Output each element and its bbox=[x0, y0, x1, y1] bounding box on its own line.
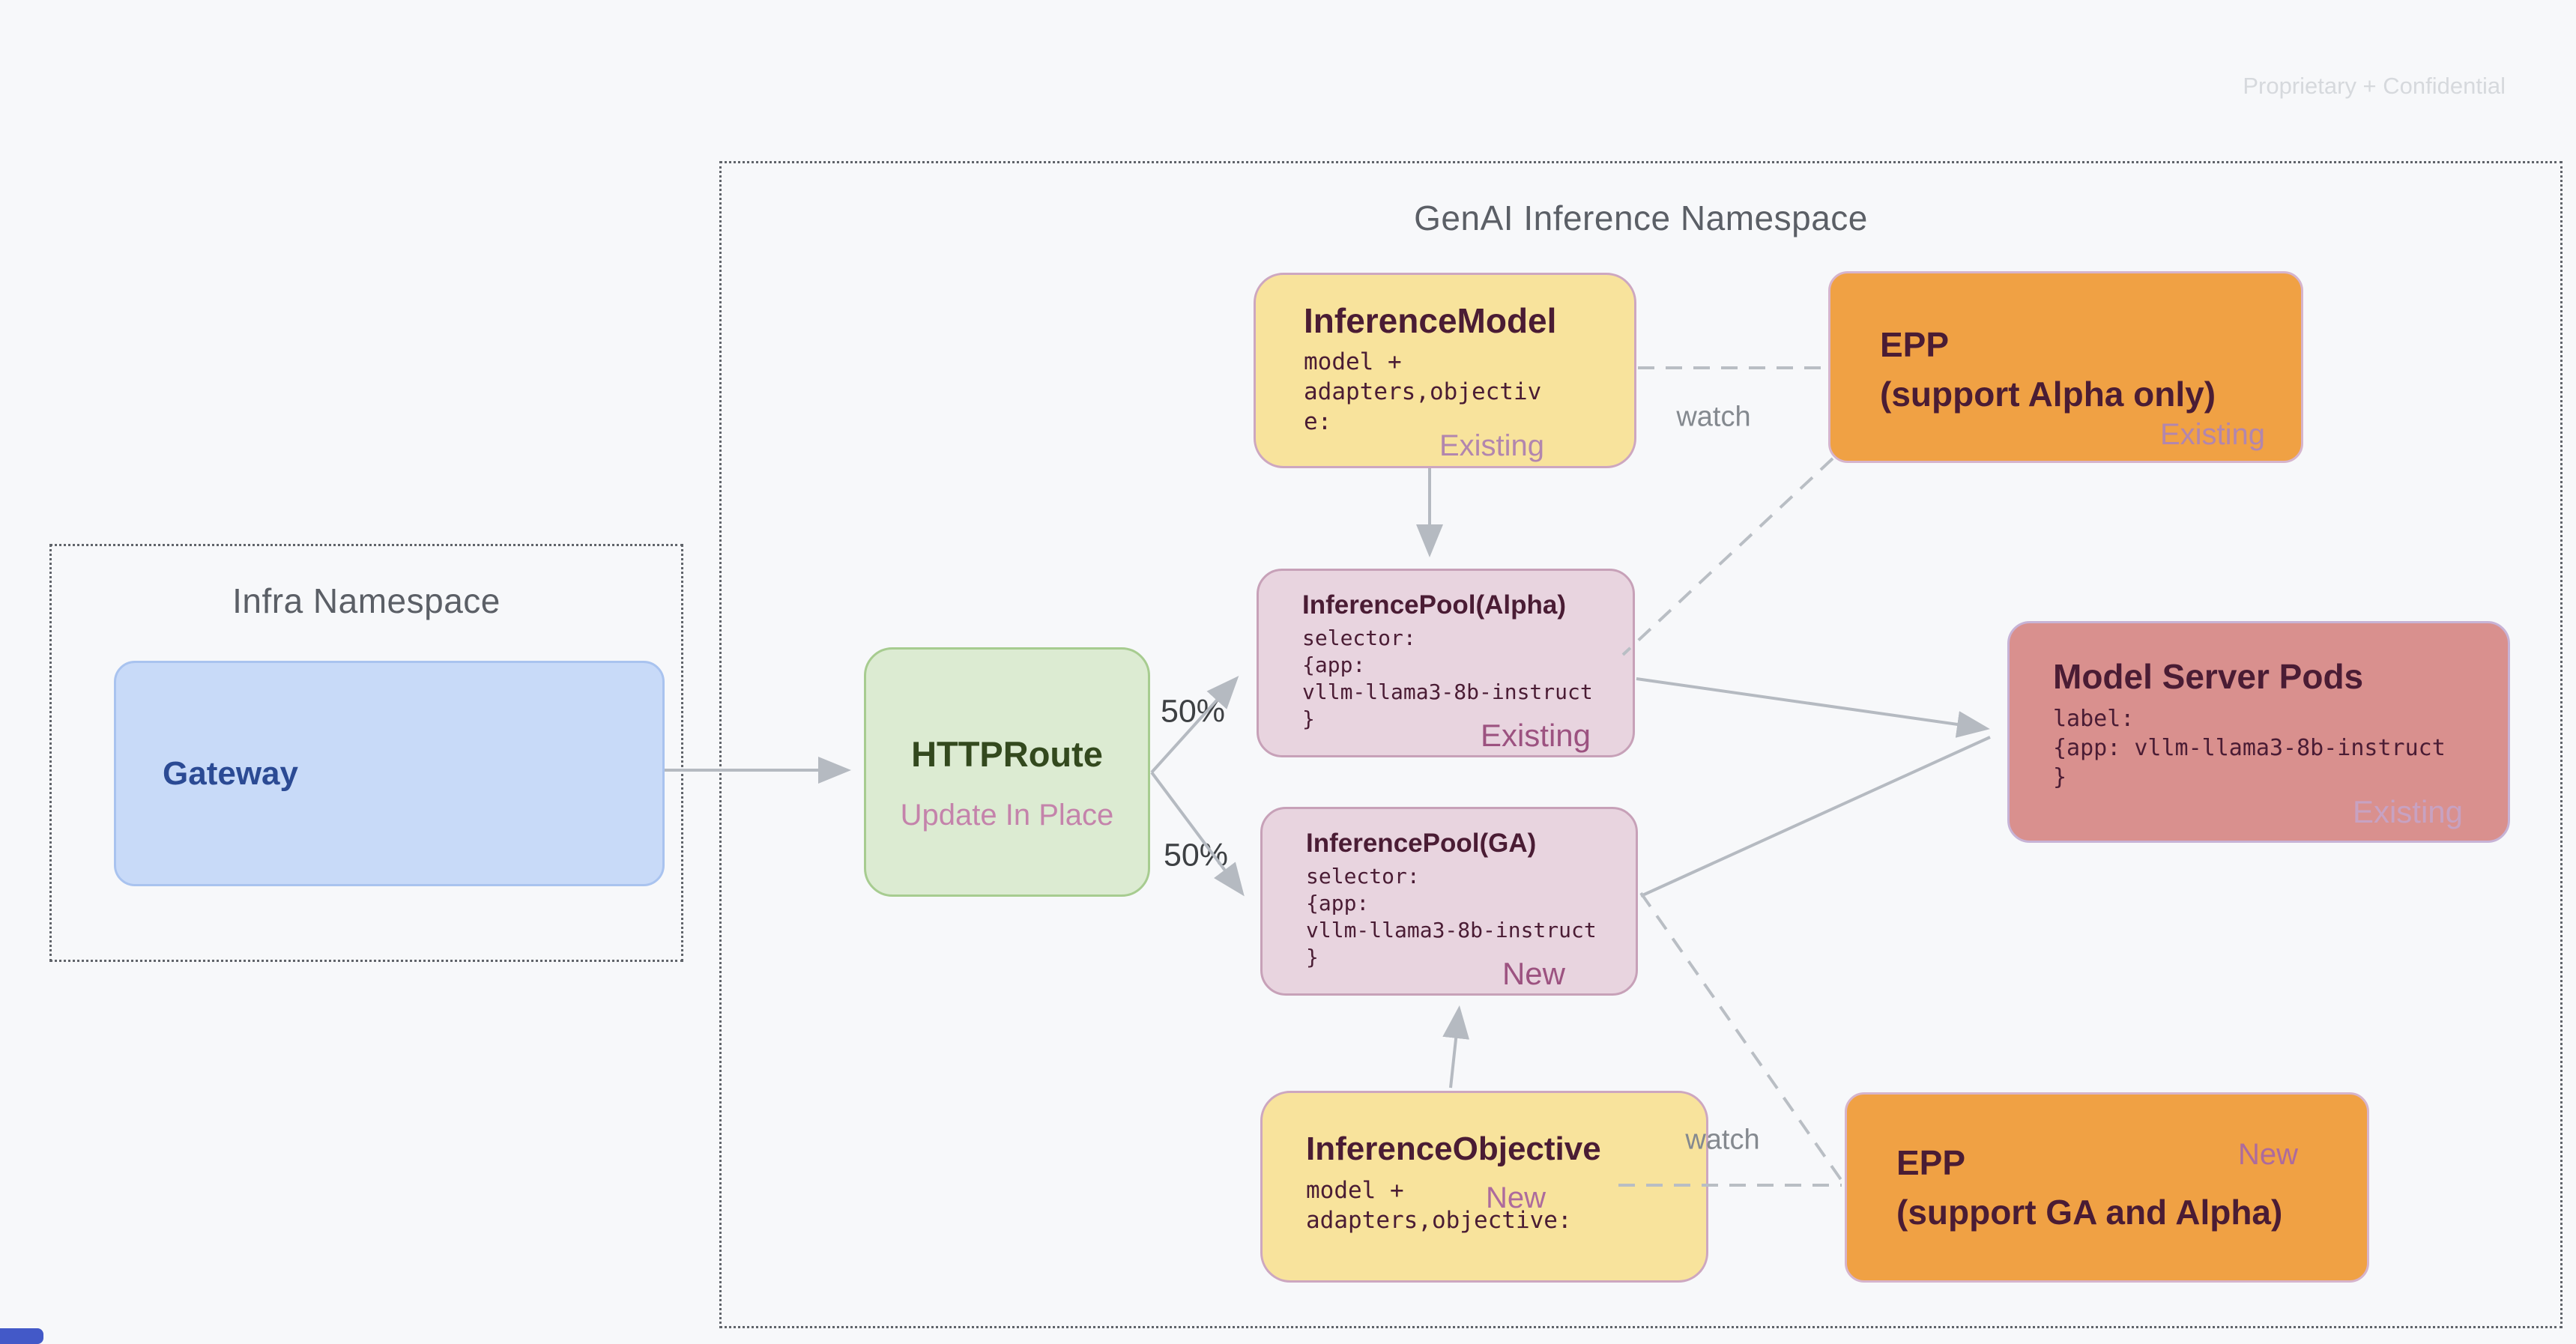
httproute-node: HTTPRoute Update In Place bbox=[864, 647, 1150, 897]
inference-objective-status-tag: New bbox=[1486, 1181, 1546, 1214]
watch-bottom-label: watch bbox=[1685, 1124, 1760, 1156]
gateway-label: Gateway bbox=[163, 754, 298, 792]
epp-ga-title-line2: (support GA and Alpha) bbox=[1896, 1193, 2283, 1232]
inference-pool-alpha-status-tag: Existing bbox=[1480, 718, 1591, 753]
inference-pool-alpha-node: InferencePool(Alpha) selector: {app: vll… bbox=[1257, 569, 1635, 757]
confidential-watermark: Proprietary + Confidential bbox=[2243, 73, 2506, 99]
watch-top-label: watch bbox=[1676, 401, 1751, 433]
traffic-split-top-label: 50% bbox=[1160, 693, 1226, 730]
genai-namespace-title: GenAI Inference Namespace bbox=[1414, 199, 1868, 237]
model-server-pods-status-tag: Existing bbox=[2352, 794, 2463, 829]
epp-alpha-title-line2: (support Alpha only) bbox=[1880, 375, 2216, 414]
model-server-pods-code: label: {app: vllm-llama3-8b-instruct } bbox=[2053, 706, 2446, 790]
infra-namespace-title: Infra Namespace bbox=[232, 581, 501, 620]
inference-objective-code-line2: adapters,objective: bbox=[1306, 1207, 1572, 1234]
inference-pool-alpha-code: selector: {app: vllm-llama3-8b-instruct … bbox=[1302, 626, 1593, 731]
epp-ga-title-line1: EPP bbox=[1896, 1143, 1966, 1182]
model-server-pods-node: Model Server Pods label: {app: vllm-llam… bbox=[2007, 621, 2510, 843]
slide-corner-accent bbox=[0, 1328, 43, 1344]
inference-model-status-tag: Existing bbox=[1439, 429, 1544, 462]
epp-alpha-node: EPP (support Alpha only) Existing bbox=[1828, 271, 2303, 463]
httproute-subtitle: Update In Place bbox=[900, 799, 1114, 832]
inference-pool-ga-code: selector: {app: vllm-llama3-8b-instruct … bbox=[1306, 864, 1597, 969]
model-server-pods-title: Model Server Pods bbox=[2053, 657, 2364, 696]
httproute-title: HTTPRoute bbox=[911, 734, 1103, 774]
gateway-node: Gateway bbox=[114, 661, 665, 886]
infra-namespace-box: Infra Namespace Gateway bbox=[49, 544, 683, 962]
inference-model-code: model + adapters,objectiv e: bbox=[1304, 348, 1542, 435]
inference-pool-ga-status-tag: New bbox=[1502, 956, 1565, 991]
inference-pool-alpha-title: InferencePool(Alpha) bbox=[1302, 590, 1566, 620]
epp-ga-status-tag: New bbox=[2237, 1138, 2298, 1171]
genai-namespace-box: GenAI Inference Namespace bbox=[719, 161, 2563, 1328]
inference-model-title: InferenceModel bbox=[1304, 301, 1557, 340]
epp-alpha-title-line1: EPP bbox=[1880, 325, 1950, 364]
inference-objective-code-line1: model + bbox=[1306, 1177, 1404, 1204]
inference-pool-ga-node: InferencePool(GA) selector: {app: vllm-l… bbox=[1260, 807, 1638, 996]
traffic-split-bottom-label: 50% bbox=[1163, 837, 1229, 874]
epp-ga-node: EPP (support GA and Alpha) New bbox=[1845, 1092, 2369, 1283]
inference-objective-node: InferenceObjective model + adapters,obje… bbox=[1260, 1091, 1708, 1283]
inference-objective-title: InferenceObjective bbox=[1306, 1130, 1601, 1167]
inference-pool-ga-title: InferencePool(GA) bbox=[1306, 829, 1537, 858]
epp-alpha-status-tag: Existing bbox=[2159, 418, 2265, 451]
inference-model-node: InferenceModel model + adapters,objectiv… bbox=[1254, 273, 1636, 468]
